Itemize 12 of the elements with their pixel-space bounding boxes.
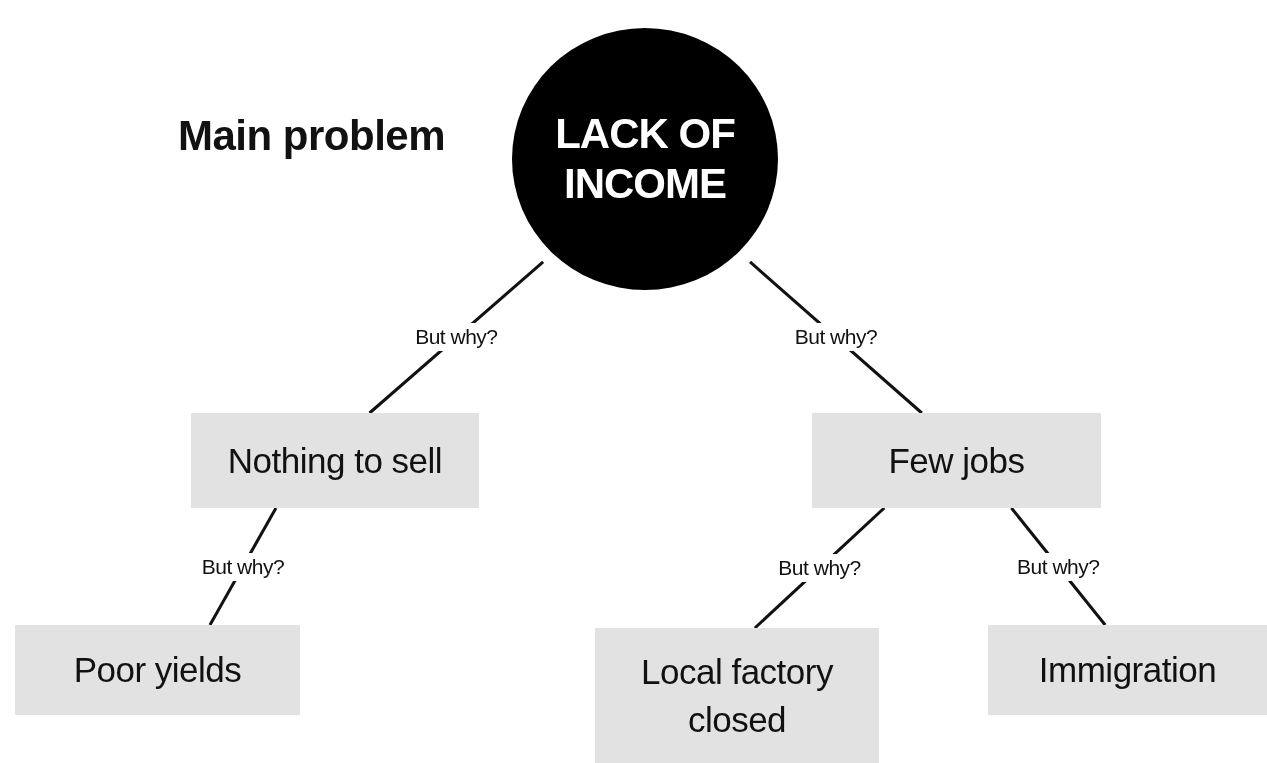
node-text: Few jobs xyxy=(888,439,1025,482)
cause-box xyxy=(191,413,479,508)
node-text: Immigration xyxy=(1038,649,1217,692)
cause-box xyxy=(595,628,879,763)
cause-box xyxy=(812,413,1101,508)
node-text: LACK OF INCOME xyxy=(554,108,736,209)
node-text: Poor yields xyxy=(73,649,242,692)
node-text: Local factory closed xyxy=(640,651,835,741)
node-text: Nothing to sell xyxy=(227,439,443,482)
cause-box xyxy=(15,625,300,715)
cause-box xyxy=(988,625,1267,715)
heading-text: Main problem xyxy=(178,112,446,160)
